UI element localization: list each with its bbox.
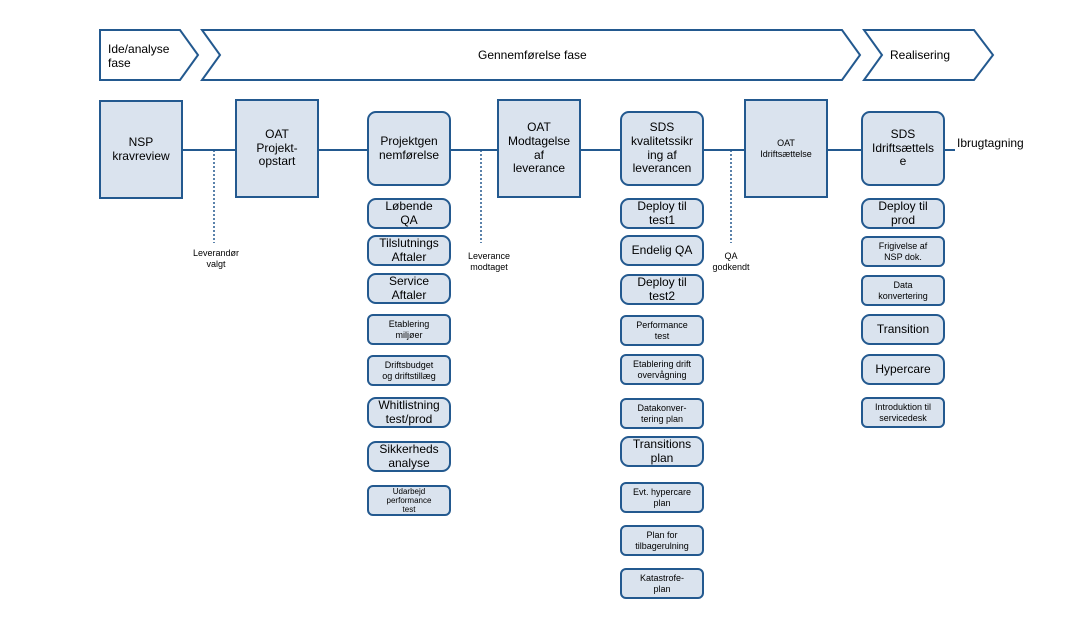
note-qa-godkendt: QA godkendt [712,251,750,272]
task-endelig-qa: Endelig QA [620,235,704,266]
task-introduktion-servicedesk: Introduktion til servicedesk [861,397,945,428]
phase-ide-label: Ide/analyse fase [108,42,170,70]
node-sds-kvalitetssikring: SDS kvalitetssikr ing af leverancen [620,111,704,186]
note-leverandor-valgt: Leverandør valgt [192,248,240,269]
task-frigivelse-nsp: Frigivelse af NSP dok. [861,236,945,267]
task-etablering-miljoer: Etablering miljøer [367,314,451,345]
task-deploy-prod: Deploy til prod [861,198,945,229]
task-tilslutningsaftaler: Tilslutnings Aftaler [367,235,451,266]
phase-gennem-label: Gennemførelse fase [478,48,587,62]
task-whitlistning: Whitlistning test/prod [367,397,451,428]
phase-arrow-gennem [200,29,862,81]
task-transition: Transition [861,314,945,345]
phase-realisering-label: Realisering [890,48,951,62]
task-deploy-test1: Deploy til test1 [620,198,704,229]
task-deploy-test2: Deploy til test2 [620,274,704,305]
node-oat-projektopstart: OAT Projekt- opstart [235,99,319,198]
task-etablering-drift: Etablering drift overvågning [620,354,704,385]
task-hypercare-plan: Evt. hypercare plan [620,482,704,513]
task-lobende-qa: Løbende QA [367,198,451,229]
task-performance-test: Performance test [620,315,704,346]
task-data-konvertering: Data konvertering [861,275,945,306]
task-serviceaftaler: Service Aftaler [367,273,451,304]
task-sikkerhedsanalyse: Sikkerheds analyse [367,441,451,472]
node-nsp-kravreview: NSP kravreview [99,100,183,199]
task-datakonvertering-plan: Datakonver- tering plan [620,398,704,429]
task-plan-tilbagerulning: Plan for tilbagerulning [620,525,704,556]
phase-arrow-realisering [862,29,995,81]
task-transitionsplan: Transitions plan [620,436,704,467]
task-udarbejd-performance: Udarbejd performance test [367,485,451,516]
task-driftsbudget: Driftsbudget og driftstillæg [367,355,451,386]
label-ibrugtagning: Ibrugtagning [957,136,1024,150]
phase-arrow-ide [99,29,200,81]
node-projektgennemforelse: Projektgen nemførelse [367,111,451,186]
note-leverance-modtaget: Leverance modtaget [467,251,511,272]
node-sds-idriftsaettelse: SDS Idriftsættels e [861,111,945,186]
node-oat-modtagelse: OAT Modtagelse af leverance [497,99,581,198]
task-katastrofeplan: Katastrofe- plan [620,568,704,599]
task-hypercare: Hypercare [861,354,945,385]
node-oat-idriftsaettelse: OAT Idriftsættelse [744,99,828,198]
